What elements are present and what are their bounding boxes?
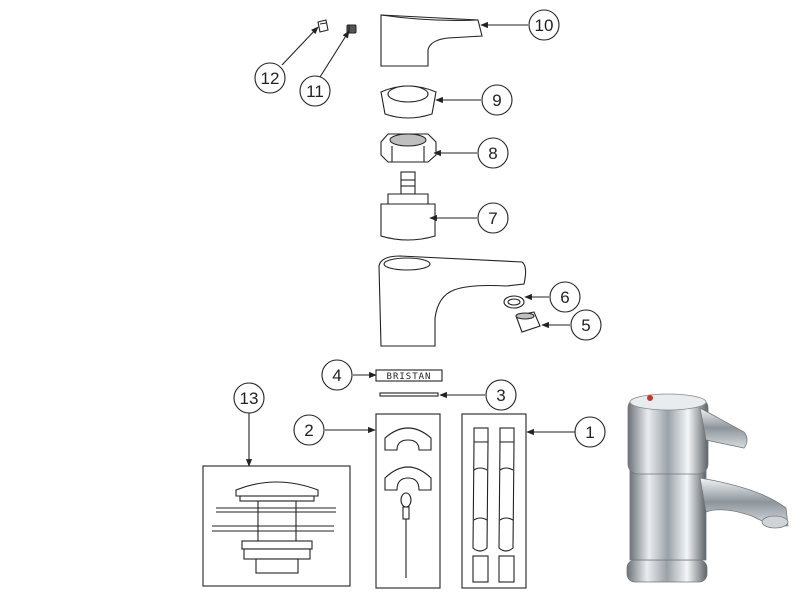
part-9-shroud-ring (380, 85, 437, 119)
part-6-o-ring (503, 295, 525, 309)
callout-number: 12 (261, 69, 280, 88)
part-2-fixing-kit (375, 413, 441, 589)
callout-number: 13 (240, 389, 259, 408)
leader-11 (319, 30, 350, 78)
brand-label-text: BRISTAN (387, 372, 432, 382)
callout-7: 7 (477, 202, 509, 234)
callout-number: 4 (332, 366, 341, 385)
callout-number: 1 (585, 423, 594, 442)
callout-number: 3 (496, 386, 505, 405)
part-1-flexible-hoses (461, 413, 527, 589)
callout-number: 2 (304, 421, 313, 440)
part-3-strip (379, 392, 439, 397)
callout-13: 13 (233, 382, 265, 414)
leader-lines (245, 21, 575, 467)
callout-9: 9 (481, 84, 513, 116)
callout-number: 10 (535, 16, 554, 35)
callout-4: 4 (321, 359, 353, 391)
part-13-waste (202, 465, 351, 587)
callout-number: 5 (581, 316, 590, 335)
tap-body (378, 255, 527, 347)
callout-1: 1 (574, 416, 606, 448)
callout-number: 7 (488, 209, 497, 228)
product-photo-basin-mixer (626, 393, 789, 583)
leader-12 (281, 26, 319, 66)
callout-8: 8 (477, 137, 509, 169)
callout-10: 10 (528, 9, 560, 41)
callout-6: 6 (549, 281, 581, 313)
callout-number: 8 (488, 144, 497, 163)
callout-number: 9 (492, 91, 501, 110)
callout-3: 3 (485, 379, 517, 411)
part-7-cartridge (380, 171, 436, 241)
part-5-aerator (515, 311, 541, 333)
part-10-lever-handle (380, 14, 483, 67)
part-8-headnut (380, 133, 437, 163)
callout-2: 2 (293, 414, 325, 446)
part-12-indicator-cap (317, 19, 329, 33)
callout-11: 11 (299, 75, 331, 107)
callout-5: 5 (570, 309, 602, 341)
callout-number: 11 (306, 82, 324, 101)
part-4-brand-label: BRISTAN (375, 369, 443, 382)
callout-number: 6 (560, 288, 569, 307)
callout-12: 12 (254, 62, 286, 94)
